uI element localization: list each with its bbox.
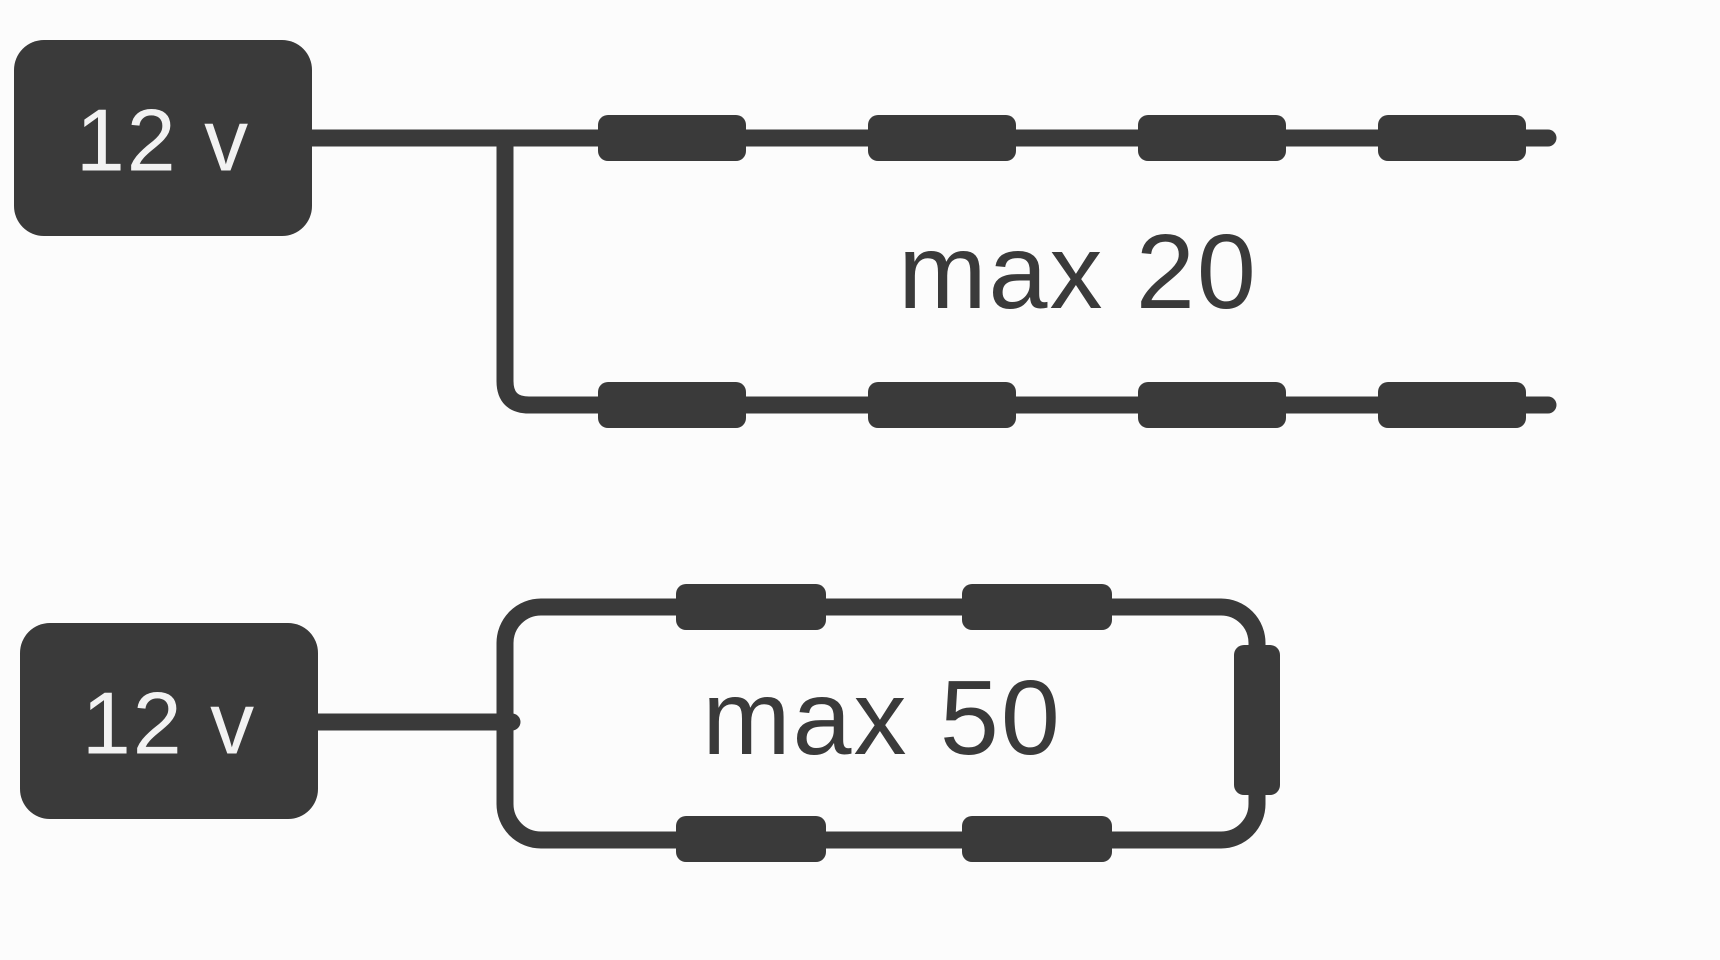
power-supply-label: 12 v: [82, 674, 256, 773]
power-supply-box: [14, 40, 312, 236]
led-module: [1234, 645, 1280, 795]
led-module: [598, 115, 746, 161]
power-supply-label: 12 v: [76, 91, 250, 190]
led-module: [676, 816, 826, 862]
led-module: [962, 816, 1112, 862]
led-module: [1138, 115, 1286, 161]
led-module: [1378, 115, 1526, 161]
led-module: [676, 584, 826, 630]
led-module: [868, 115, 1016, 161]
bottom-circuit: 12 v max 50: [20, 584, 1280, 862]
led-module: [1138, 382, 1286, 428]
led-module: [598, 382, 746, 428]
led-module: [1378, 382, 1526, 428]
max-count-label: max 20: [898, 213, 1258, 331]
led-module: [962, 584, 1112, 630]
bottom-branch-wire: [496, 129, 1557, 414]
led-module: [868, 382, 1016, 428]
top-circuit: 12 v max 20: [14, 40, 1557, 428]
max-count-label: max 50: [702, 659, 1062, 777]
power-supply-box: [20, 623, 318, 819]
